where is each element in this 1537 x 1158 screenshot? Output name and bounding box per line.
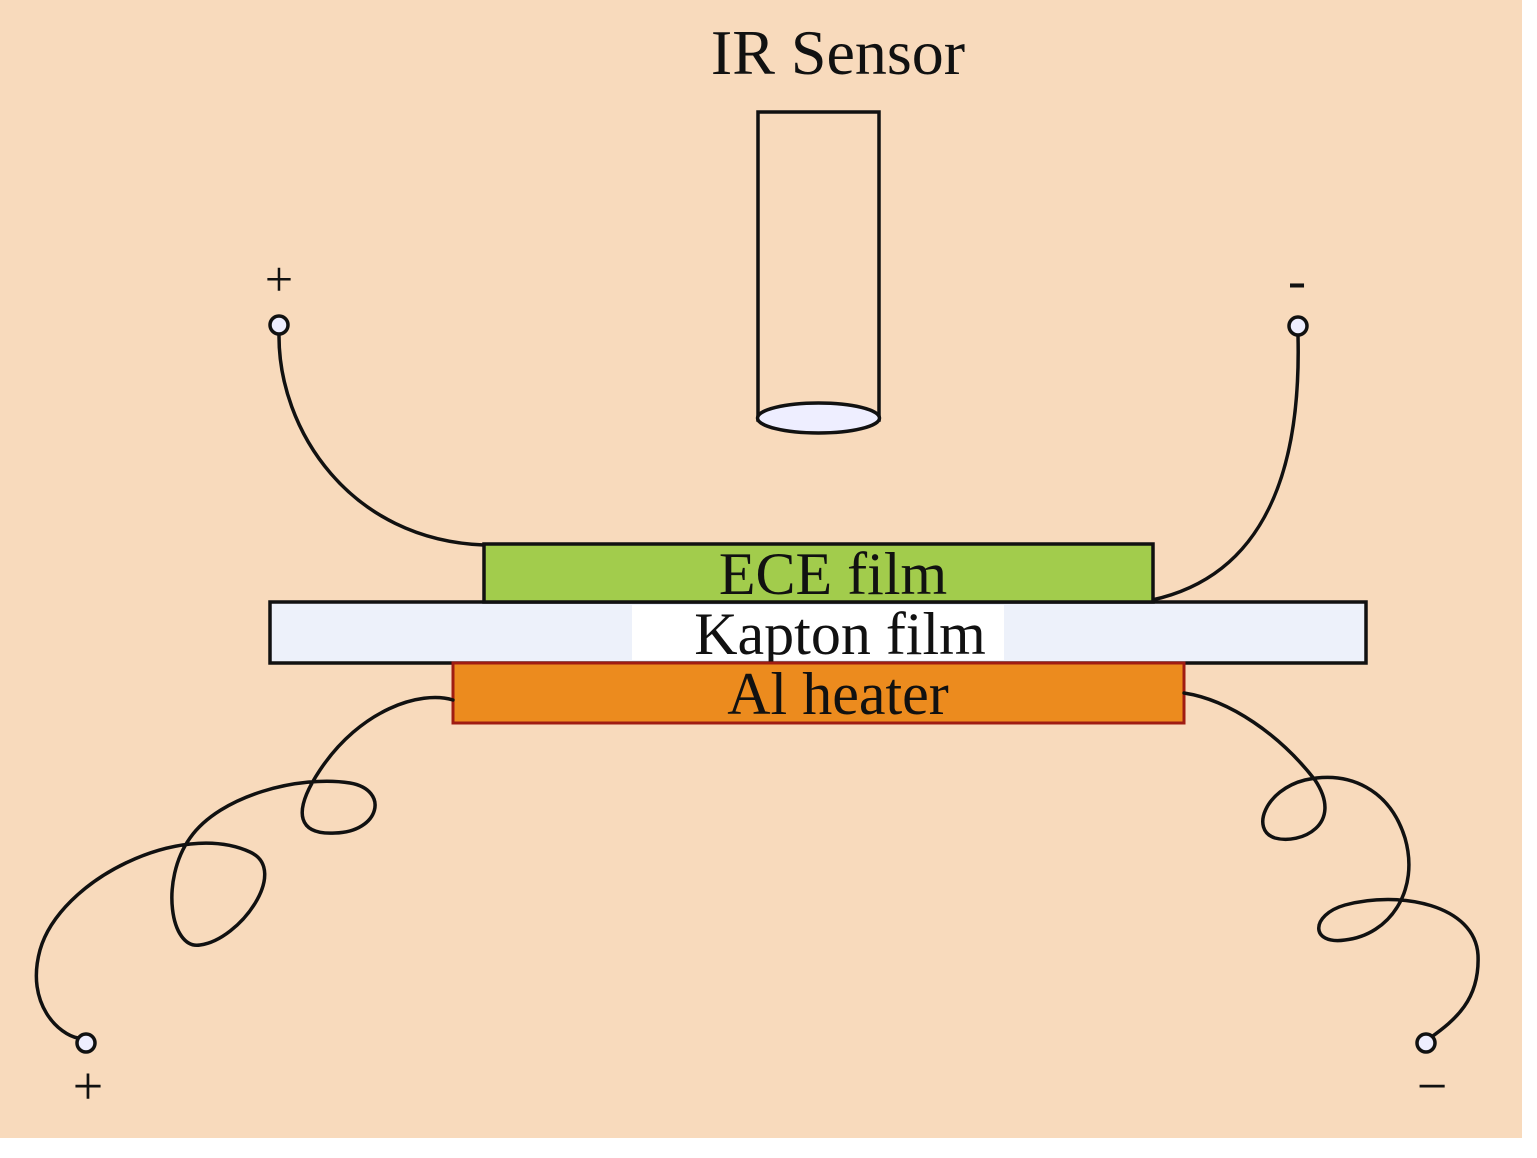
ir-sensor-lens [755, 401, 882, 435]
ece-film-layer [482, 542, 1155, 604]
ece-film: ECE film [482, 541, 1155, 607]
top-left-terminal-sign: + [265, 251, 293, 307]
top-right-terminal [1287, 315, 1309, 337]
ir-sensor-label: IR Sensor [711, 17, 965, 88]
ece-film-label: ECE film [719, 541, 947, 607]
ece-negative-wire [1150, 334, 1300, 602]
heater-positive-wire [34, 695, 455, 1040]
al-heater-layer [451, 661, 1186, 725]
kapton-film-label: Kapton film [694, 601, 986, 667]
al-heater: Al heater [451, 661, 1186, 727]
heater-negative-wire [1182, 691, 1480, 1040]
al-heater-label: Al heater [727, 661, 949, 727]
top-right-terminal-sign: - [1288, 250, 1306, 310]
kapton-film: Kapton film [268, 600, 1368, 667]
bottom-right-terminal [1415, 1032, 1437, 1054]
ir-sensor: IR Sensor [711, 17, 965, 435]
bottom-left-terminal-sign: + [73, 1056, 103, 1116]
top-left-terminal [268, 314, 290, 336]
kapton-film-label-backdrop [632, 605, 1004, 660]
bottom-left-terminal [75, 1032, 97, 1054]
ece-positive-wire [277, 332, 486, 547]
bottom-right-terminal-sign: − [1417, 1056, 1447, 1116]
